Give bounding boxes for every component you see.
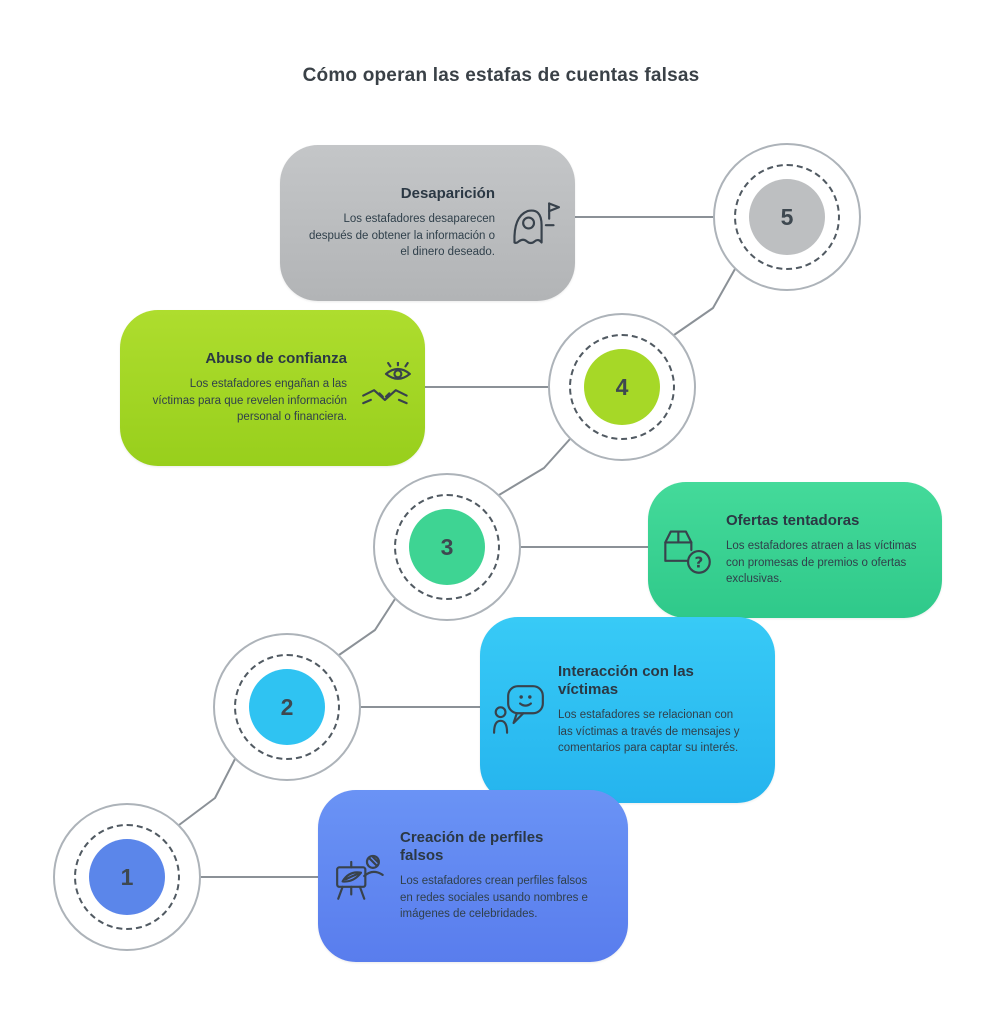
card-title: Creación de perfiles falsos bbox=[400, 828, 544, 864]
card-title: Desaparición bbox=[400, 184, 495, 202]
eye-handshake-icon bbox=[359, 362, 413, 414]
card-title: Interacción con las víctimas bbox=[558, 662, 694, 698]
easel-portrait-icon bbox=[334, 850, 388, 902]
chat-person-icon bbox=[492, 684, 546, 736]
step-number-disc: 2 bbox=[249, 669, 325, 745]
step-card-interaccion: Interacción con las víctimas Los estafad… bbox=[480, 617, 775, 803]
step-card-ofertas: ? Ofertas tentadoras Los estafadores atr… bbox=[648, 482, 942, 618]
step-dashed-ring bbox=[74, 824, 180, 930]
step-circle-5: 5 bbox=[713, 143, 861, 291]
step-card-desaparicion: Desaparición Los estafadores desaparecen… bbox=[280, 145, 575, 301]
step-number-disc: 1 bbox=[89, 839, 165, 915]
step-number-disc: 3 bbox=[409, 509, 485, 585]
step-circle-3: 3 bbox=[373, 473, 521, 621]
disappear-ghost-icon bbox=[507, 197, 561, 249]
card-title: Ofertas tentadoras bbox=[726, 511, 860, 529]
step-dashed-ring bbox=[734, 164, 840, 270]
step-number-disc: 4 bbox=[584, 349, 660, 425]
step-circle-4: 4 bbox=[548, 313, 696, 461]
card-description: Los estafadores atraen a las víctimas co… bbox=[726, 539, 917, 586]
step-card-creacion-perfiles: Creación de perfiles falsos Los estafado… bbox=[318, 790, 628, 962]
card-description: Los estafadores engañan a las víctimas p… bbox=[152, 377, 347, 424]
step-circle-2: 2 bbox=[213, 633, 361, 781]
step-card-abuso-confianza: Abuso de confianza Los estafadores engañ… bbox=[120, 310, 425, 466]
package-question-icon: ? bbox=[660, 524, 714, 576]
svg-text:?: ? bbox=[695, 553, 704, 571]
step-dashed-ring bbox=[234, 654, 340, 760]
card-title: Abuso de confianza bbox=[205, 349, 347, 367]
page-title: Cómo operan las estafas de cuentas falsa… bbox=[302, 64, 700, 86]
card-description: Los estafadores desaparecen después de o… bbox=[308, 212, 495, 259]
step-dashed-ring bbox=[394, 494, 500, 600]
step-dashed-ring bbox=[569, 334, 675, 440]
card-description: Los estafadores crean perfiles falsos en… bbox=[400, 874, 588, 921]
card-description: Los estafadores se relacionan con las ví… bbox=[558, 708, 740, 755]
step-circle-1: 1 bbox=[53, 803, 201, 951]
step-number-disc: 5 bbox=[749, 179, 825, 255]
